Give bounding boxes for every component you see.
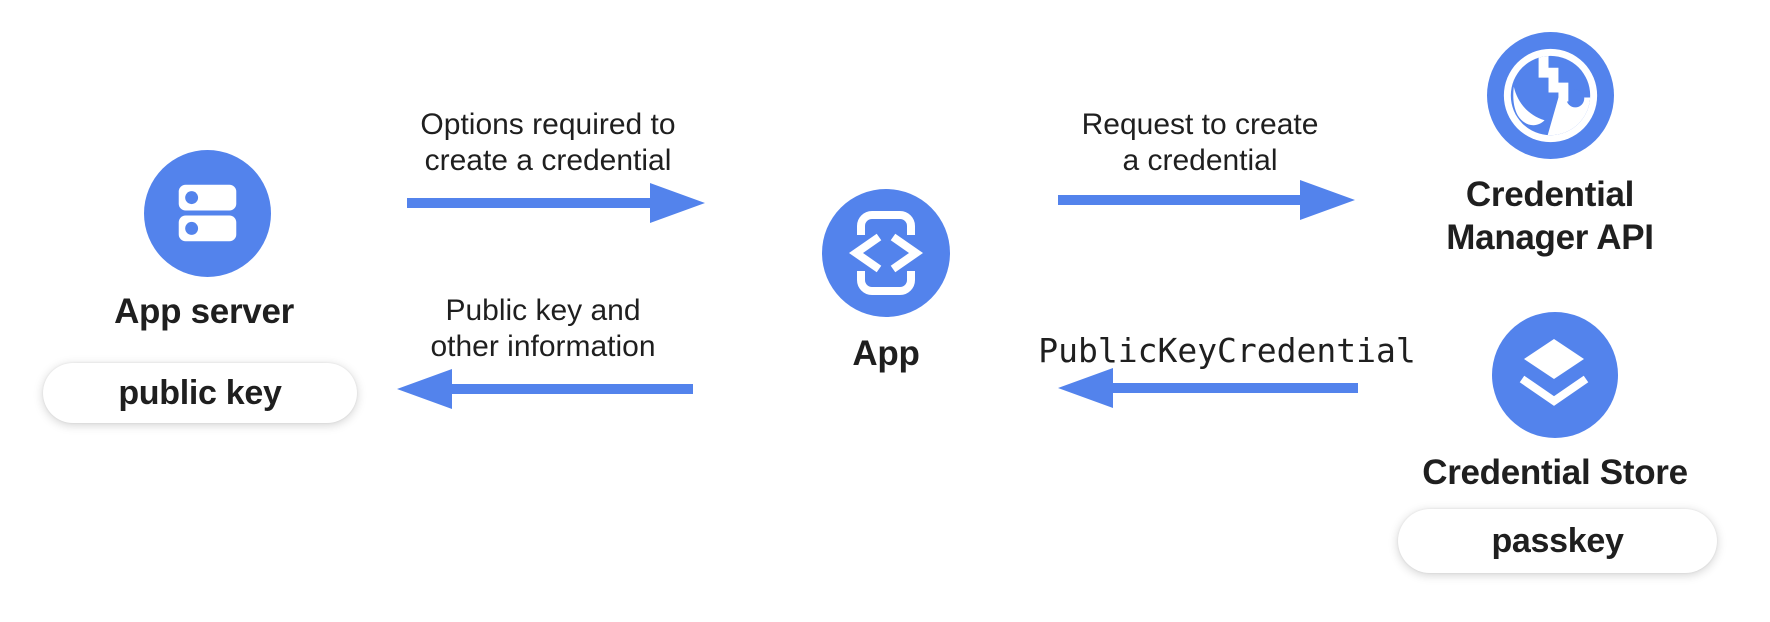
credential-manager-label: Credential Manager API (1446, 175, 1654, 257)
passkey-badge-label: passkey (1491, 521, 1624, 560)
public-key-badge-label: public key (118, 373, 282, 412)
mobile-code-icon (822, 189, 950, 317)
public-key-info-arrow-left-icon (397, 369, 693, 409)
passkey-badge: passkey (1398, 509, 1717, 573)
options-arrow-right-icon (407, 183, 705, 223)
credential-manager-node (1487, 32, 1614, 159)
credential-store-label: Credential Store (1422, 453, 1688, 492)
public-key-credential-arrow-left-icon (1058, 368, 1358, 408)
app-label: App (852, 334, 920, 373)
public-key-info-arrow-label: Public key and other information (430, 294, 656, 363)
request-arrow-right-icon (1058, 180, 1355, 220)
credential-store-node (1492, 312, 1618, 438)
public-key-credential-arrow-label: PublicKeyCredential (1038, 331, 1416, 370)
public-key-badge: public key (43, 363, 357, 423)
request-arrow-label: Request to create a credential (1081, 108, 1319, 177)
layers-icon (1492, 312, 1618, 438)
options-arrow-label: Options required to create a credential (420, 108, 676, 177)
globe-icon (1487, 32, 1614, 159)
app-node (822, 189, 950, 317)
app-server-label: App server (114, 292, 294, 331)
server-icon (144, 150, 271, 277)
app-server-node (144, 150, 271, 277)
